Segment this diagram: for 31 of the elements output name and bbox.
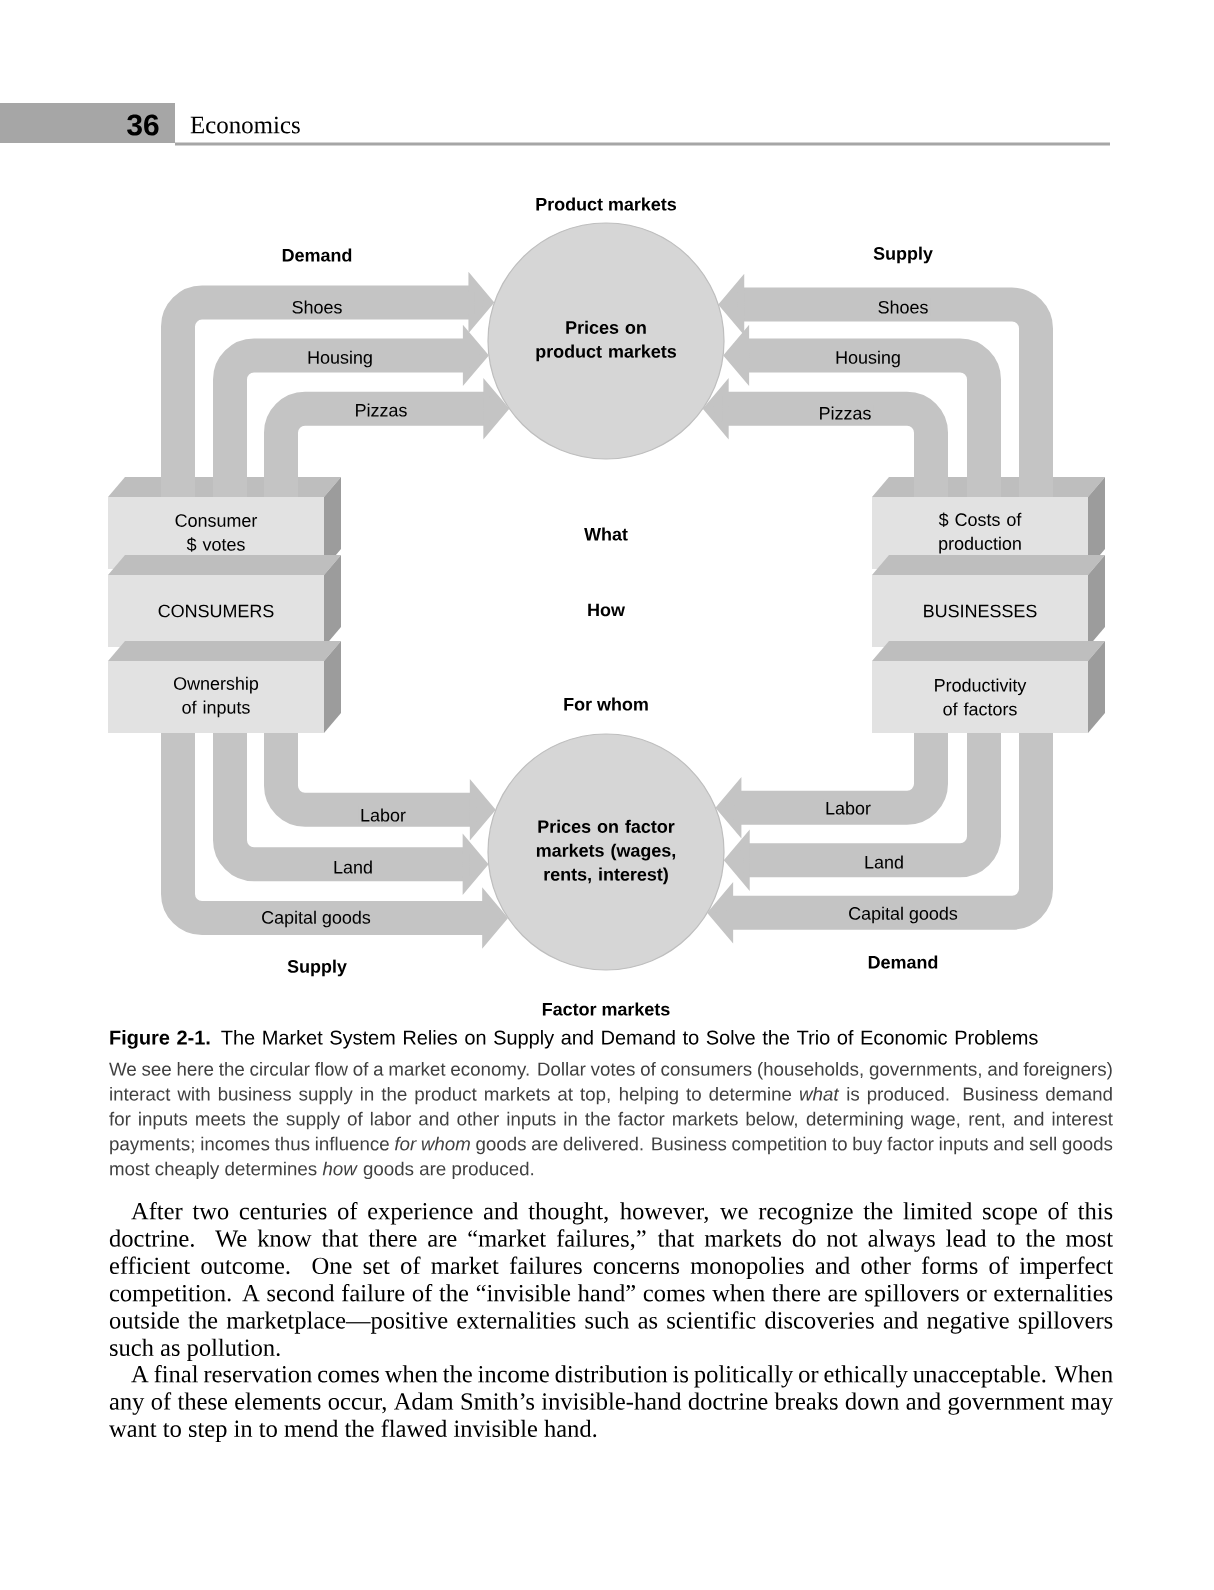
flow-heading: Demand	[282, 248, 352, 262]
edge-label: Shoes	[875, 298, 931, 316]
circle-heading: Factor markets	[542, 1002, 670, 1016]
edge-label: Land	[331, 858, 375, 876]
problem-label: What	[584, 527, 628, 541]
circle-heading: Product markets	[536, 197, 676, 211]
flow-heading: Supply	[873, 246, 933, 264]
edge-label: Housing	[833, 348, 903, 370]
page-number: 36	[0, 103, 175, 143]
edge-label: Capital goods	[259, 908, 373, 930]
body-paragraph: A final reservation comes when the income distribution is politically or ethically unacceptable. When any of these elements occur, Adam Smith’s invisible-hand doctrine breaks down and government may want to step in to mend the flawed invisible hand.	[109, 1365, 1113, 1443]
edge-label: Shoes	[289, 298, 345, 316]
flow-heading: Supply	[287, 959, 347, 977]
block: Ownership of inputs	[108, 641, 341, 733]
edge-label: Labor	[823, 799, 873, 817]
edge-label: Pizzas	[352, 401, 410, 419]
body-paragraph: After two centuries of experience and thought, however, we recognize the limited scope of this doctrine. We know that there are “market failures,” that markets do not always lead to the most efficient outcome. One set of market failures concerns monopolies and other forms of imperfect competition. A second failure of the “invisible hand” comes when there are spillovers or externalities outside the marketplace—positive externalities such as scientific discoveries and negative spillovers such as pollution.	[109, 1202, 1113, 1361]
flow-heading: Demand	[868, 955, 938, 969]
figure-caption: We see here the circular flow of a market economy. Dollar votes of consumers (households, governments, and foreigners) interact with business supply in the product markets at top, helping to determine what is produced. Business demand for inputs meets the supply of labor and other inputs in the factor markets below, determining wage, rent, and interest payments; incomes thus influence for whom goods are delivered. Business competition to buy factor inputs and sell goods most cheaply determines how goods are produced.	[109, 1062, 1113, 1180]
edge-label: Housing	[305, 348, 375, 370]
problem-label: For whom	[564, 697, 648, 711]
edge-label: Pizzas	[816, 404, 874, 422]
edge-label: Labor	[358, 806, 408, 824]
block: CONSUMERS	[108, 555, 341, 647]
problem-label: How	[588, 603, 625, 617]
edge-label: Capital goods	[846, 904, 960, 926]
edge-label: Land	[862, 853, 906, 871]
figure-title: Figure 2-1. The Market System Relies on Supply and Demand to Solve the Trio of Economic Problems	[110, 1030, 1038, 1049]
running-head: Economics	[190, 116, 300, 134]
block: Productivity of factors	[872, 641, 1105, 733]
block: BUSINESSES	[872, 555, 1105, 647]
